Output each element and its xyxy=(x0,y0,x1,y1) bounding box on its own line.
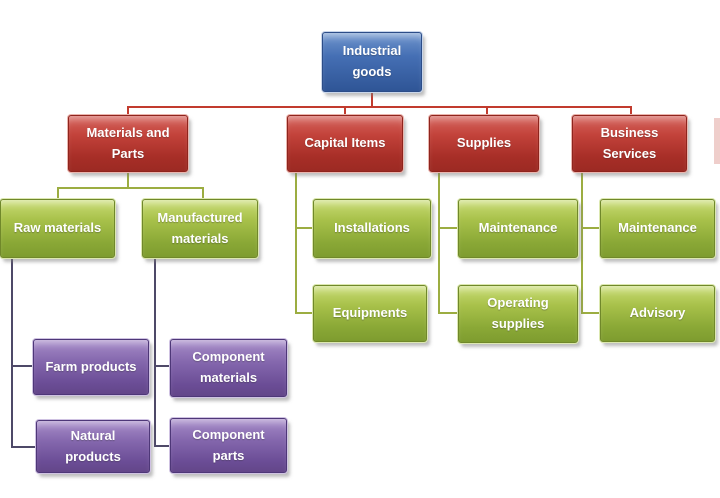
connector-elbow-component-parts xyxy=(154,445,170,447)
node-industrial-goods: Industrial goods xyxy=(322,32,422,92)
node-business-services: Business Services xyxy=(572,115,687,172)
clipped-box-sliver xyxy=(714,118,720,164)
node-supplies: Supplies xyxy=(429,115,539,172)
node-installations: Installations xyxy=(313,199,431,258)
connector-materials-parts-stub xyxy=(127,172,129,188)
node-raw-materials: Raw materials xyxy=(0,199,115,258)
node-component-parts: Component parts xyxy=(170,418,287,473)
connector-elbow-maintenance-business xyxy=(581,227,600,229)
connector-drop-materials-parts xyxy=(127,106,129,115)
node-operating-supplies: Operating supplies xyxy=(458,285,578,343)
connector-drop-supplies xyxy=(486,106,488,115)
connector-drop-manufactured-materials xyxy=(202,187,204,199)
node-manufactured-materials: Manufactured materials xyxy=(142,199,258,258)
node-farm-products: Farm products xyxy=(33,339,149,395)
connector-elbow-installations xyxy=(295,227,313,229)
connector-capital-items-vertical xyxy=(295,172,297,314)
connector-elbow-natural-products xyxy=(11,446,36,448)
connector-elbow-component-materials xyxy=(154,365,170,367)
connector-elbow-equipments xyxy=(295,312,313,314)
connector-manufactured-vertical xyxy=(154,258,156,447)
connector-elbow-operating-supplies xyxy=(438,312,458,314)
node-equipments: Equipments xyxy=(313,285,427,342)
node-component-materials: Component materials xyxy=(170,339,287,397)
connector-elbow-advisory xyxy=(581,312,600,314)
connector-materials-parts-horizontal xyxy=(57,187,204,189)
node-maintenance-business: Maintenance xyxy=(600,199,715,258)
node-capital-items: Capital Items xyxy=(287,115,403,172)
connector-elbow-maintenance-supplies xyxy=(438,227,458,229)
connector-supplies-vertical xyxy=(438,172,440,314)
node-advisory: Advisory xyxy=(600,285,715,342)
connector-raw-materials-vertical xyxy=(11,258,13,448)
connector-level2-horizontal xyxy=(127,106,632,108)
node-maintenance-supplies: Maintenance xyxy=(458,199,578,258)
connector-drop-business-services xyxy=(630,106,632,115)
connector-elbow-farm-products xyxy=(11,365,33,367)
connector-drop-raw-materials xyxy=(57,187,59,199)
node-natural-products: Natural products xyxy=(36,420,150,473)
node-materials-and-parts: Materials and Parts xyxy=(68,115,188,172)
connector-business-services-vertical xyxy=(581,172,583,314)
connector-root-stub xyxy=(371,92,373,106)
connector-drop-capital-items xyxy=(344,106,346,115)
